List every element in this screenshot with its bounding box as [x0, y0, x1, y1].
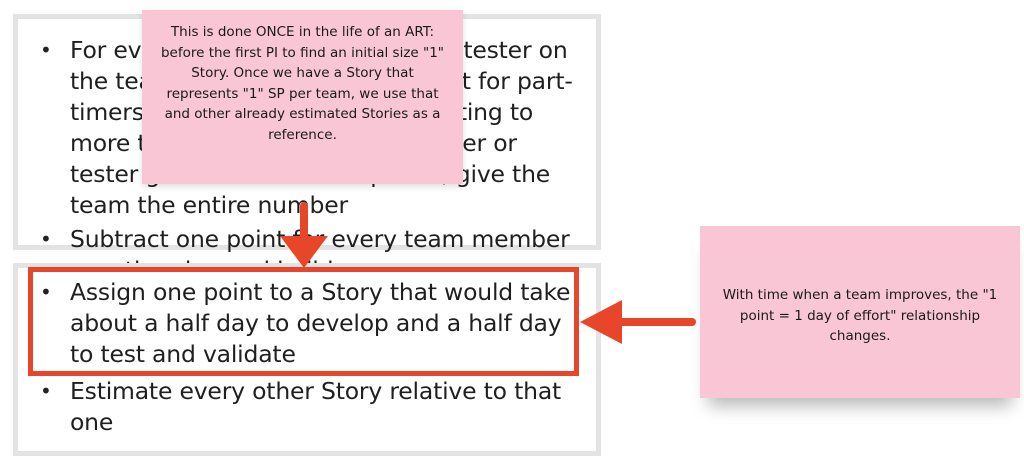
- highlight-box: [28, 267, 579, 376]
- bullet-dot: •: [40, 38, 52, 62]
- arrow-left: [580, 300, 696, 344]
- bullet-dot: •: [40, 280, 52, 304]
- bullet-item-estimate: • Estimate every other Story relative to…: [18, 376, 596, 438]
- bullet-dot: •: [40, 227, 52, 251]
- bullet-list-bottom: • Assign one point to a Story that would…: [18, 277, 596, 444]
- bullet-text-assign: Assign one point to a Story that would t…: [70, 278, 571, 368]
- sticky-note-improvement: With time when a team improves, the "1 p…: [700, 226, 1020, 398]
- sticky-note-once-text: This is done ONCE in the life of an ART:…: [160, 24, 445, 143]
- bullet-dot: •: [40, 379, 52, 403]
- arrow-down: [280, 202, 328, 268]
- sticky-note-improvement-text: With time when a team improves, the "1 p…: [722, 287, 998, 345]
- bullet-item-assign: • Assign one point to a Story that would…: [18, 277, 596, 370]
- panel-normalized-estimation: • Assign one point to a Story that would…: [13, 263, 601, 456]
- bullet-text-estimate: Estimate every other Story relative to t…: [70, 377, 562, 436]
- sticky-note-once: This is done ONCE in the life of an ART:…: [142, 10, 463, 184]
